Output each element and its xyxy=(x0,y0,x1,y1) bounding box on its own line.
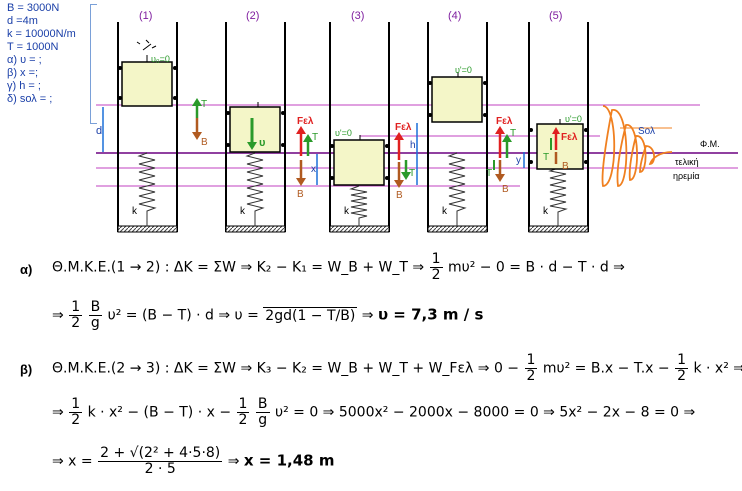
tension-label-3: T xyxy=(312,132,318,143)
tension-label-4: T xyxy=(409,168,415,179)
v-prime-label-3: υ'=0 xyxy=(335,128,352,138)
spring-force-label-5b: Fελ xyxy=(561,132,578,143)
spring-k-labels: k k k k k xyxy=(132,206,549,217)
result-compression: x = 1,48 m xyxy=(243,451,335,470)
weight-label-3: B xyxy=(297,189,304,200)
givens-bracket xyxy=(90,4,97,124)
spring-force-label-4: Fελ xyxy=(395,122,412,133)
elevator-box-2 xyxy=(229,106,281,153)
stage-labels: (1) (2) (3) (4) (5) xyxy=(139,10,562,22)
question-a: α) υ = ; xyxy=(7,54,42,66)
tension-label-5b: T xyxy=(486,168,492,179)
broken-cable xyxy=(136,39,157,62)
elevator-boxes xyxy=(121,61,584,186)
stage-label-4: (4) xyxy=(448,10,461,22)
weight-label-5a: B xyxy=(502,184,509,195)
guide-rollers xyxy=(118,66,588,180)
forces-stage-3: Fελ T B x xyxy=(296,116,318,200)
forces-stage-5: Fελ T B T y Fελ T B xyxy=(486,116,578,195)
final-rest-label-1: τελική xyxy=(675,157,699,167)
k-label-4: k xyxy=(442,206,448,217)
tension-label-1: T xyxy=(201,99,207,110)
y-label: y xyxy=(516,155,521,166)
given-spring-constant: k = 10000N/m xyxy=(7,28,76,40)
question-b: β) x =; xyxy=(7,67,39,79)
question-d: δ) sολ = ; xyxy=(7,93,53,105)
v0-label: υ₀=0 xyxy=(151,54,170,64)
given-distance: d =4m xyxy=(7,15,38,27)
d-label: d xyxy=(96,125,102,137)
h-label: h xyxy=(410,140,416,151)
final-rest-label-2: ηρεμία xyxy=(673,171,700,181)
k-label-2: k xyxy=(240,206,246,217)
eq-a1-start: Θ.Μ.Κ.Ε.(1 → 2) : ΔK = ΣW ⇒ K₂ − K₁ = W_… xyxy=(52,259,425,276)
part-a-label: α) xyxy=(20,262,33,277)
forces-stage-1: T B xyxy=(192,98,208,148)
shaft-floors xyxy=(117,225,589,233)
stage-label-2: (2) xyxy=(246,10,259,22)
result-velocity: υ = 7,3 m / s xyxy=(377,305,484,324)
stage-label-3: (3) xyxy=(351,10,364,22)
springs xyxy=(137,152,568,226)
forces-stage-4: Fελ T B h xyxy=(394,122,418,201)
shafts xyxy=(117,22,589,232)
weight-label-1: B xyxy=(201,137,208,148)
stage-label-1: (1) xyxy=(139,10,152,22)
equation-b-line-1: Θ.Μ.Κ.Ε.(2 → 3) : ΔK = ΣW ⇒ K₃ − K₂ = W_… xyxy=(52,352,742,384)
elevator-box-4 xyxy=(431,76,483,123)
elevator-diagram: d (1) (2) (3) (4) (5) k k k k k xyxy=(96,10,738,233)
x-label: x xyxy=(311,164,316,175)
equation-a-line-1: Θ.Μ.Κ.Ε.(1 → 2) : ΔK = ΣW ⇒ K₂ − K₁ = W_… xyxy=(52,252,625,283)
given-tension: T = 1000N xyxy=(7,41,59,53)
elevator-box-1 xyxy=(121,61,173,107)
v-prime-label-4: υ'=0 xyxy=(455,65,472,75)
oscillation-path xyxy=(601,105,673,187)
elevator-box-3 xyxy=(333,139,385,186)
natural-length-label: Φ.Μ. xyxy=(700,139,720,149)
weight-label-4: B xyxy=(396,190,403,201)
weight-label-5b: B xyxy=(562,161,569,172)
part-b-label: β) xyxy=(20,362,33,377)
question-c: γ) h = ; xyxy=(7,80,41,92)
tension-label-5a: T xyxy=(510,128,516,139)
sqrt-expression: 2gd(1 − T/B) xyxy=(263,306,358,324)
givens-panel: B = 3000N d =4m k = 10000N/m T = 1000N α… xyxy=(4,2,90,120)
tension-label-5c: T xyxy=(543,152,549,163)
k-label-1: k xyxy=(132,206,138,217)
v-prime-label-5: υ'=0 xyxy=(565,114,582,124)
spring-force-label-3: Fελ xyxy=(297,116,314,127)
k-label-3: k xyxy=(344,206,350,217)
k-label-5: k xyxy=(543,206,549,217)
total-distance-label: Sολ xyxy=(638,126,655,137)
equation-b-line-3: ⇒ x = 2 + √(2² + 4·5·8)2 · 5 ⇒ x = 1,48 … xyxy=(52,445,335,477)
eq-a1-end: mυ² − 0 = B · d − T · d ⇒ xyxy=(447,259,625,276)
velocity-stage-2: υ xyxy=(247,118,265,150)
given-weight: B = 3000N xyxy=(7,2,60,14)
stage-label-5: (5) xyxy=(549,10,562,22)
spring-force-label-5a: Fελ xyxy=(496,116,513,127)
velocity-label-2: υ xyxy=(259,137,265,149)
